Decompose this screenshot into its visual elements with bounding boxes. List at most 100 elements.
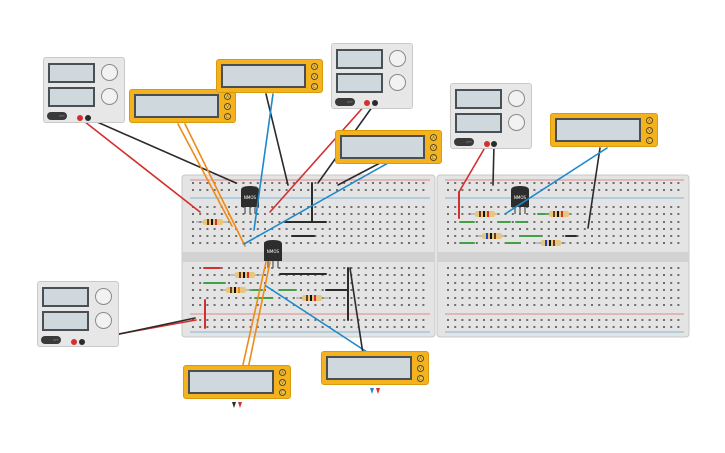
breadboard-hole[interactable] (357, 289, 360, 291)
breadboard-hole[interactable] (422, 267, 425, 269)
breadboard-hole[interactable] (612, 274, 615, 276)
breadboard-hole[interactable] (583, 297, 586, 299)
breadboard-hole[interactable] (400, 221, 403, 223)
breadboard-hole[interactable] (547, 189, 550, 191)
breadboard-hole[interactable] (526, 213, 529, 215)
breadboard-hole[interactable] (336, 304, 338, 306)
breadboard-hole[interactable] (321, 182, 324, 184)
breadboard-hole[interactable] (641, 182, 644, 184)
breadboard-hole[interactable] (475, 189, 478, 191)
breadboard-hole[interactable] (663, 289, 665, 291)
breadboard-hole[interactable] (228, 319, 230, 321)
breadboard-hole[interactable] (213, 326, 216, 328)
breadboard-hole[interactable] (483, 282, 485, 284)
breadboard-hole[interactable] (454, 274, 457, 276)
breadboard-hole[interactable] (619, 297, 622, 299)
breadboard-hole[interactable] (415, 274, 418, 276)
breadboard-hole[interactable] (533, 289, 536, 291)
breadboard-hole[interactable] (199, 242, 202, 244)
breadboard-hole[interactable] (461, 274, 464, 276)
breadboard-hole[interactable] (555, 297, 557, 299)
breadboard-hole[interactable] (677, 267, 680, 269)
breadboard-hole[interactable] (278, 319, 281, 321)
breadboard-hole[interactable] (278, 304, 281, 306)
breadboard-hole[interactable] (264, 206, 266, 208)
breadboard-hole[interactable] (213, 242, 216, 244)
breadboard-hole[interactable] (519, 267, 521, 269)
breadboard-hole[interactable] (372, 228, 374, 230)
breadboard-hole[interactable] (504, 297, 507, 299)
breadboard-hole[interactable] (400, 182, 403, 184)
breadboard-hole[interactable] (415, 242, 418, 244)
breadboard-hole[interactable] (343, 304, 346, 306)
breadboard-hole[interactable] (562, 182, 565, 184)
breadboard-hole[interactable] (314, 319, 317, 321)
breadboard-hole[interactable] (569, 326, 572, 328)
breadboard-hole[interactable] (350, 319, 353, 321)
breadboard-hole[interactable] (533, 297, 536, 299)
breadboard-hole[interactable] (264, 326, 266, 328)
breadboard-hole[interactable] (307, 213, 310, 215)
breadboard-hole[interactable] (663, 221, 665, 223)
breadboard-hole[interactable] (533, 206, 536, 208)
breadboard-hole[interactable] (213, 235, 216, 237)
breadboard-hole[interactable] (447, 304, 449, 306)
breadboard-hole[interactable] (483, 182, 485, 184)
breadboard-hole[interactable] (364, 282, 367, 284)
breadboard-hole[interactable] (393, 206, 396, 208)
breadboard-hole[interactable] (192, 326, 194, 328)
breadboard-hole[interactable] (393, 326, 396, 328)
breadboard-hole[interactable] (627, 326, 629, 328)
breadboard-hole[interactable] (598, 235, 601, 237)
breadboard-hole[interactable] (314, 182, 317, 184)
breadboard-hole[interactable] (547, 319, 550, 321)
breadboard-hole[interactable] (300, 282, 302, 284)
breadboard-hole[interactable] (213, 189, 216, 191)
breadboard-hole[interactable] (511, 274, 514, 276)
breadboard-hole[interactable] (598, 242, 601, 244)
breadboard-hole[interactable] (321, 228, 324, 230)
breadboard-hole[interactable] (526, 267, 529, 269)
breadboard-hole[interactable] (627, 206, 629, 208)
breadboard-hole[interactable] (612, 289, 615, 291)
breadboard-hole[interactable] (357, 213, 360, 215)
power-switch[interactable] (335, 98, 355, 106)
breadboard-left[interactable] (181, 174, 436, 338)
breadboard-hole[interactable] (655, 182, 658, 184)
breadboard-hole[interactable] (670, 189, 673, 191)
breadboard-hole[interactable] (468, 228, 471, 230)
breadboard-hole[interactable] (511, 326, 514, 328)
breadboard-hole[interactable] (519, 326, 521, 328)
breadboard-hole[interactable] (598, 289, 601, 291)
breadboard-hole[interactable] (475, 182, 478, 184)
breadboard-hole[interactable] (504, 304, 507, 306)
breadboard-hole[interactable] (605, 228, 608, 230)
breadboard-hole[interactable] (555, 189, 557, 191)
breadboard-hole[interactable] (663, 242, 665, 244)
breadboard-hole[interactable] (454, 267, 457, 269)
breadboard-hole[interactable] (569, 319, 572, 321)
breadboard-hole[interactable] (300, 304, 302, 306)
breadboard-hole[interactable] (468, 326, 471, 328)
breadboard-hole[interactable] (468, 289, 471, 291)
breadboard-hole[interactable] (350, 304, 353, 306)
breadboard-hole[interactable] (393, 304, 396, 306)
breadboard-hole[interactable] (386, 221, 389, 223)
breadboard-hole[interactable] (598, 221, 601, 223)
breadboard-hole[interactable] (364, 304, 367, 306)
power-supply-4[interactable]: OFF (37, 281, 119, 347)
breadboard-hole[interactable] (343, 228, 346, 230)
breadboard-hole[interactable] (242, 221, 245, 223)
breadboard-hole[interactable] (555, 282, 557, 284)
jack-v[interactable]: V (430, 144, 437, 151)
breadboard-hole[interactable] (533, 319, 536, 321)
breadboard-hole[interactable] (454, 182, 457, 184)
breadboard-hole[interactable] (278, 221, 281, 223)
breadboard-hole[interactable] (677, 289, 680, 291)
breadboard-hole[interactable] (343, 182, 346, 184)
breadboard-hole[interactable] (379, 213, 382, 215)
breadboard-hole[interactable] (677, 235, 680, 237)
breadboard-hole[interactable] (422, 221, 425, 223)
breadboard-hole[interactable] (206, 289, 209, 291)
breadboard-hole[interactable] (328, 235, 331, 237)
